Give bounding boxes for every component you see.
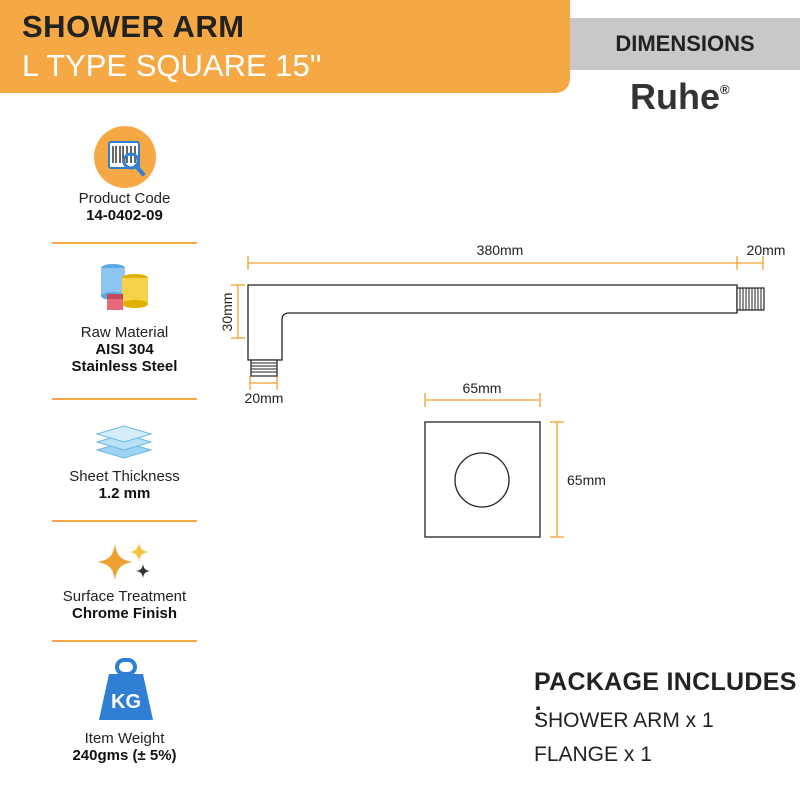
dimensions-tab-label: DIMENSIONS (615, 31, 755, 56)
spec-surface-treatment: Surface Treatment Chrome Finish (52, 588, 197, 622)
brand-name: Ruhe (630, 76, 720, 117)
material-cans-icon (101, 264, 148, 310)
package-includes-title: PACKAGE INCLUDES : (534, 668, 797, 725)
sparkle-icon (97, 542, 150, 580)
spec-value: AISI 304 (95, 341, 154, 358)
barcode-icon (94, 126, 156, 188)
dim-flange-height: 65mm (567, 472, 606, 488)
dim-flange-width: 65mm (463, 380, 502, 396)
title-banner: SHOWER ARM L TYPE SQUARE 15'' (0, 0, 570, 93)
spec-value: 1.2 mm (98, 485, 151, 502)
arm-thread-drop (250, 359, 278, 377)
spec-label: Product Code (78, 190, 171, 207)
package-item: FLANGE x 1 (534, 743, 652, 766)
dimension-drawing: 380mm 20mm 30mm 20mm 65mm 65mm (219, 242, 786, 538)
dim-arm-height: 30mm (219, 293, 235, 332)
spec-product-code: Product Code 14-0402-09 (52, 190, 197, 224)
spec-value: 14-0402-09 (86, 207, 163, 224)
spec-item-weight: Item Weight 240gms (± 5%) (52, 730, 197, 764)
arm-thread-end (736, 287, 765, 311)
spec-value: 240gms (± 5%) (72, 747, 177, 764)
spec-value: Chrome Finish (71, 605, 177, 622)
spec-divider (52, 242, 197, 244)
sheet-layers-icon (95, 425, 153, 459)
page-subtitle: L TYPE SQUARE 15'' (22, 48, 322, 83)
dimension-lines (231, 256, 764, 538)
dim-thread-length: 20mm (747, 242, 786, 258)
spec-divider (52, 640, 197, 642)
page-title: SHOWER ARM (22, 9, 245, 44)
spec-label: Raw Material (80, 324, 169, 341)
dimensions-tab: DIMENSIONS (570, 18, 800, 70)
spec-raw-material: Raw Material AISI 304 Stainless Steel (52, 324, 197, 375)
dim-drop-thread: 20mm (245, 390, 284, 406)
spec-divider (52, 520, 197, 522)
spec-value-line2: Stainless Steel (71, 358, 178, 375)
weight-kg-icon: KG (99, 658, 153, 720)
spec-label: Sheet Thickness (69, 468, 180, 485)
brand-logo: Ruhe® (630, 76, 730, 118)
spec-sheet-thickness: Sheet Thickness 1.2 mm (52, 468, 197, 502)
weight-icon-text: KG (111, 691, 141, 713)
package-item: SHOWER ARM x 1 (534, 709, 714, 732)
flange-hole (454, 452, 510, 508)
spec-divider (52, 398, 197, 400)
shower-arm-outline (247, 284, 738, 361)
spec-label: Surface Treatment (62, 588, 187, 605)
brand-registered-mark: ® (720, 82, 730, 97)
spec-label: Item Weight (84, 730, 165, 747)
dim-arm-length: 380mm (477, 242, 524, 258)
